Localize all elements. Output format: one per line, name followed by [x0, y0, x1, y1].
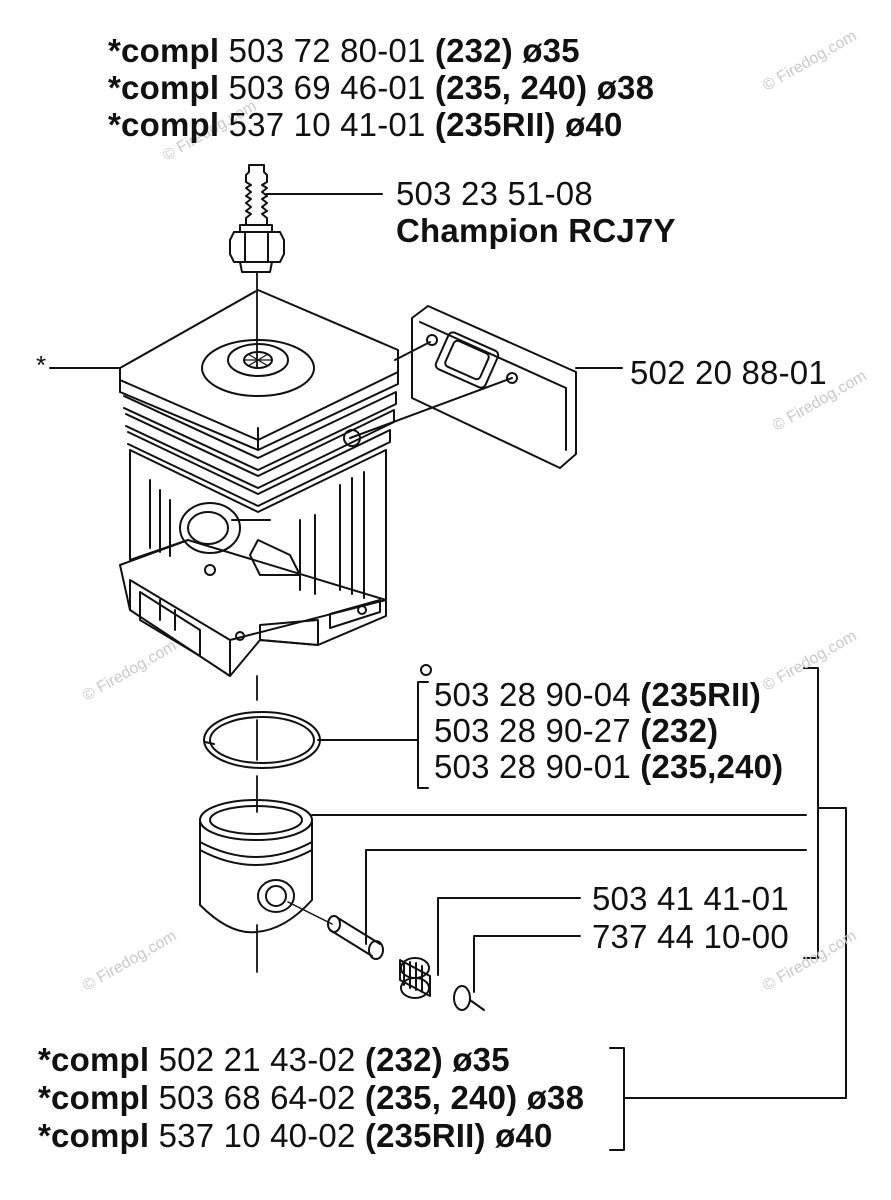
diameter: ø35: [522, 32, 580, 69]
spark-plug-part: 503 23 51-08: [396, 175, 593, 212]
pin-part: 503 41 41-01: [592, 880, 789, 917]
ring-line-3: 503 28 90-01 (235,240): [434, 750, 783, 784]
piston-line-3: *compl 537 10 40-02 (235RII) ø40: [38, 1119, 553, 1153]
part-number: 502 21 43-02: [158, 1041, 356, 1078]
piston-pin-drawing: [327, 915, 384, 960]
part-number: 537 10 41-01: [228, 106, 426, 143]
piston-drawing: [199, 799, 313, 934]
model-list: (235RII): [364, 1117, 486, 1154]
part-number: 503 69 46-01: [228, 69, 426, 106]
cylinder-drawing: [119, 289, 399, 677]
part-number: 537 10 40-02: [158, 1117, 356, 1154]
gasket-drawing: [411, 305, 577, 469]
part-number: 503 68 64-02: [158, 1079, 356, 1116]
part-number: 503 28 90-04: [434, 676, 631, 713]
circlip-leader: [473, 935, 581, 993]
model-list: (235RII): [640, 676, 762, 713]
piston-line-1: *compl 502 21 43-02 (232) ø35: [38, 1043, 510, 1077]
needle-bearing-drawing: [399, 957, 431, 999]
pin-cover-leader: [365, 849, 807, 945]
compl-prefix: *compl: [38, 1079, 150, 1116]
model-list: (235RII): [434, 106, 556, 143]
footer-bracket: [609, 1047, 625, 1151]
gasket-part: 502 20 88-01: [630, 354, 827, 391]
model-list: (232): [640, 712, 719, 749]
piston-line-2: *compl 503 68 64-02 (235, 240) ø38: [38, 1081, 584, 1115]
bearing-leader: [437, 897, 581, 976]
bracket-connector: [623, 807, 847, 1099]
ring-bracket: [417, 681, 429, 789]
circlip-drawing: [453, 985, 485, 1011]
ring-line-1: 503 28 90-04 (235RII): [434, 678, 761, 712]
right-bracket: [803, 667, 819, 959]
ring-marker: [420, 664, 432, 676]
model-list: (235,240): [640, 748, 784, 785]
spark-plug-drawing: [229, 164, 285, 273]
model-list: (232): [434, 32, 513, 69]
compl-prefix: *compl: [38, 1117, 150, 1154]
compl-prefix: *compl: [108, 32, 220, 69]
model-list: (232): [364, 1041, 443, 1078]
part-number: 503 28 90-01: [434, 748, 631, 785]
diameter: ø40: [565, 106, 623, 143]
diameter: ø40: [495, 1117, 553, 1154]
part-number: 503 72 80-01: [228, 32, 426, 69]
ring-line-2: 503 28 90-27 (232): [434, 714, 718, 748]
diameter: ø38: [596, 69, 655, 106]
compl-prefix: *compl: [108, 106, 220, 143]
cylinder-line-3: *compl 537 10 41-01 (235RII) ø40: [108, 108, 623, 142]
model-list: (235, 240): [434, 69, 588, 106]
model-list: (235, 240): [364, 1079, 518, 1116]
piston-ring-drawing: [203, 711, 321, 769]
cylinder-asterisk: *: [36, 350, 47, 380]
compl-prefix: *compl: [108, 69, 220, 106]
cylinder-line-2: *compl 503 69 46-01 (235, 240) ø38: [108, 71, 654, 105]
bearing-part: 737 44 10-00: [592, 918, 789, 955]
diameter: ø35: [452, 1041, 510, 1078]
diameter: ø38: [526, 1079, 585, 1116]
pin-axis: [287, 901, 333, 925]
compl-prefix: *compl: [38, 1041, 150, 1078]
spark-plug-name: Champion RCJ7Y: [396, 212, 676, 249]
cylinder-line-1: *compl 503 72 80-01 (232) ø35: [108, 34, 580, 68]
part-number: 503 28 90-27: [434, 712, 631, 749]
